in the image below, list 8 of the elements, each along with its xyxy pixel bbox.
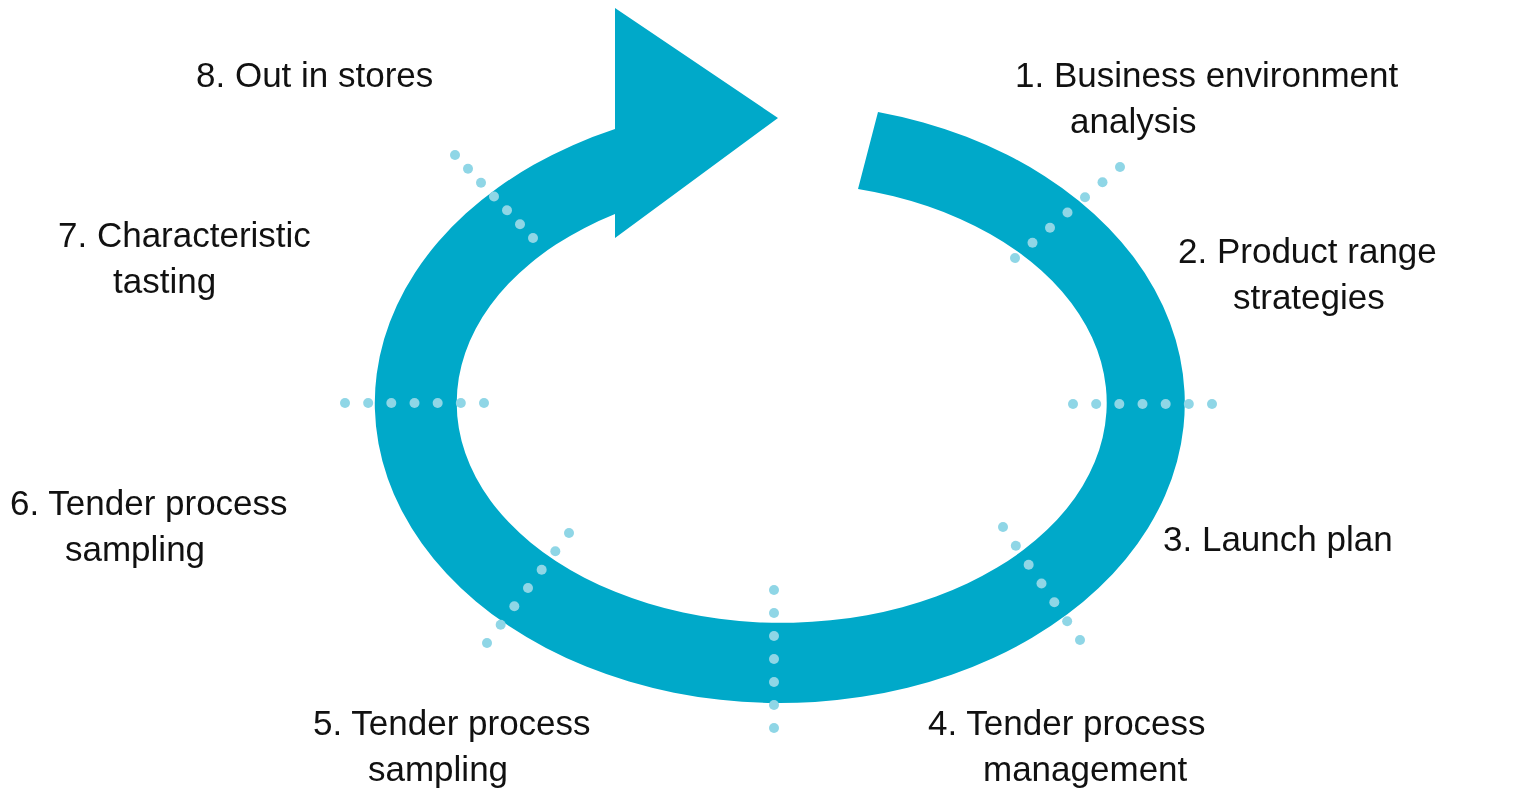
step-label: 5. Tender process sampling (313, 702, 592, 790)
step-label: 4. Tender process management (928, 702, 1207, 790)
step-label: 2. Product range strategies (1178, 230, 1438, 318)
step-label: 1. Business environment analysis (1015, 54, 1400, 142)
step-label: 3. Launch plan (1163, 518, 1394, 560)
step-label: 7. Characteristic tasting (58, 214, 312, 302)
step-label: 8. Out in stores (196, 54, 435, 96)
step-label: 6. Tender process sampling (10, 482, 289, 570)
